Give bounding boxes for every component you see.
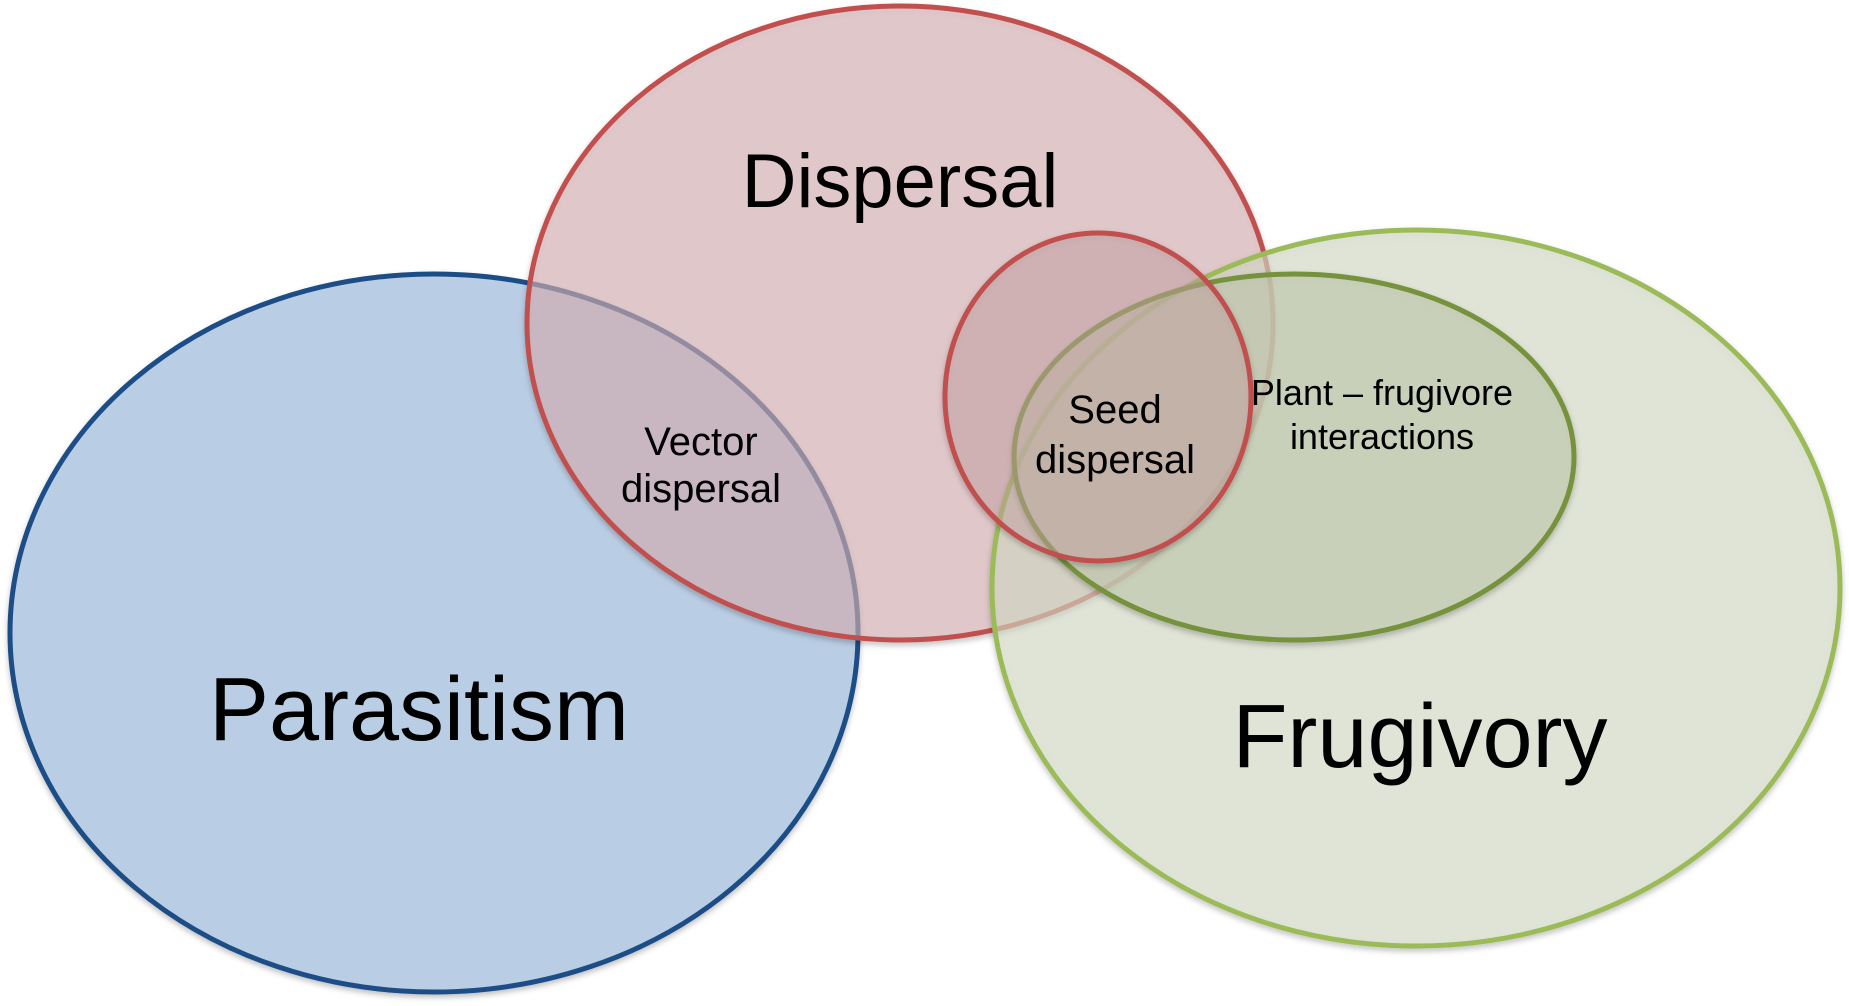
seed-dispersal-label-line1: Seed [1068,388,1161,432]
seed-dispersal-ellipse [942,230,1254,564]
dispersal-label: Dispersal [742,139,1059,224]
frugivory-label: Frugivory [1232,687,1607,787]
plant-frugivore-label-line1: Plant – frugivore [1251,372,1513,413]
plant-frugivore-label-line2: interactions [1290,416,1474,457]
seed-dispersal-label-line2: dispersal [1035,438,1195,482]
vector-dispersal-label-line1: Vector [644,420,757,464]
parasitism-label: Parasitism [209,660,629,760]
vector-dispersal-label-line2: dispersal [621,467,781,511]
